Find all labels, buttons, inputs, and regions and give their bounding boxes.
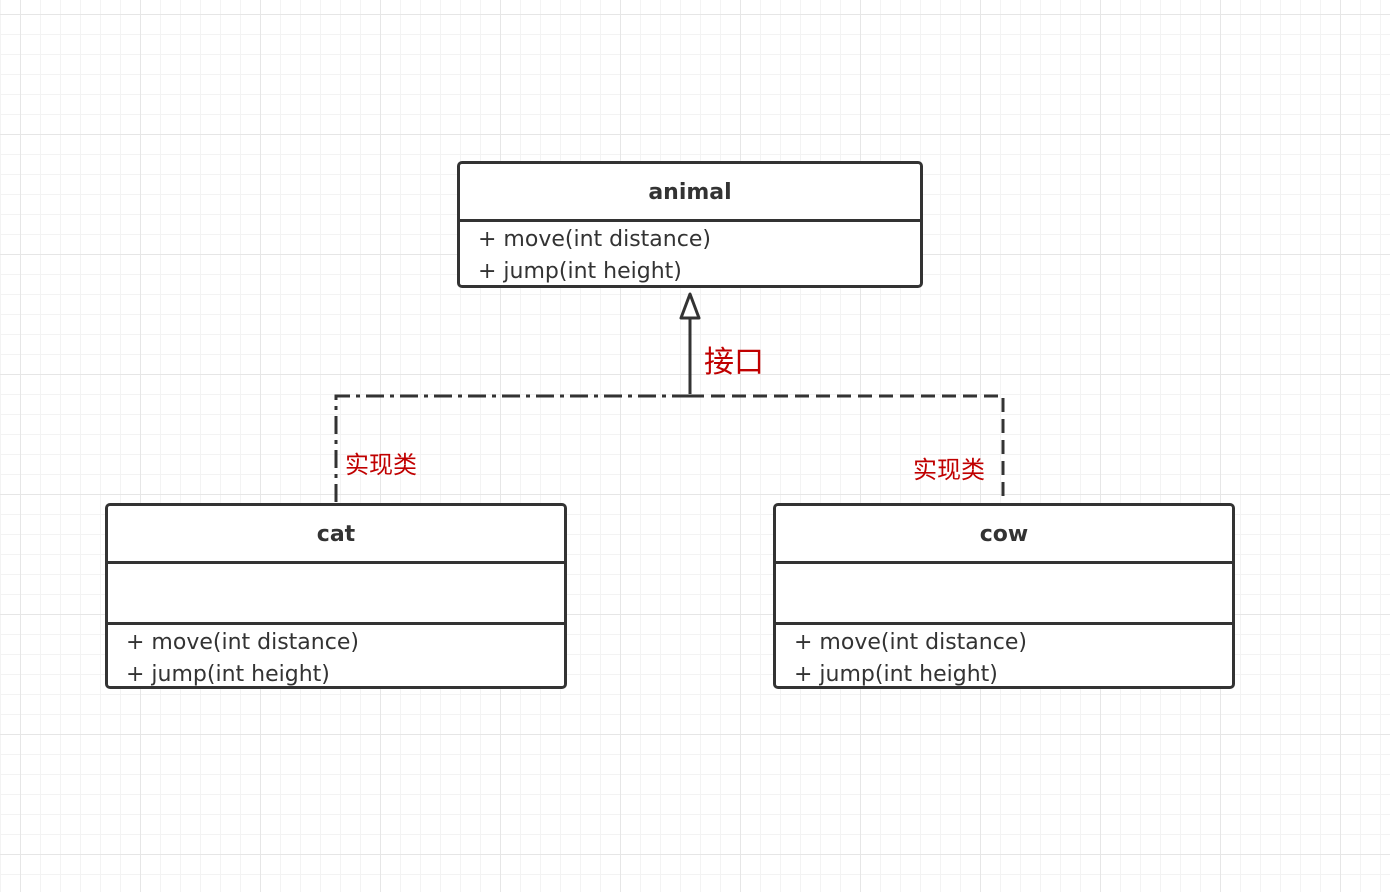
class-cow-method-jump: + jump(int height) [794,662,998,687]
class-cat-method-move: + move(int distance) [126,630,359,655]
dashed-connector-right [690,394,1005,504]
class-cow-method-move: + move(int distance) [794,630,1027,655]
class-animal-methods: + move(int distance) + jump(int height) [460,222,920,288]
implementation-label-right: 实现类 [913,456,985,484]
dashdot-connector-left [334,394,690,504]
class-cat-attributes [108,564,564,625]
class-animal-name: animal [460,164,920,222]
class-animal[interactable]: animal + move(int distance) + jump(int h… [457,161,923,288]
class-cat[interactable]: cat + move(int distance) + jump(int heig… [105,503,567,689]
class-cow-methods: + move(int distance) + jump(int height) [776,625,1232,691]
interface-label: 接口 [704,345,764,380]
class-cow-attributes [776,564,1232,625]
class-cow[interactable]: cow + move(int distance) + jump(int heig… [773,503,1235,689]
class-cat-methods: + move(int distance) + jump(int height) [108,625,564,691]
class-cow-name: cow [776,506,1232,564]
class-animal-method-jump: + jump(int height) [478,259,682,284]
implementation-label-left: 实现类 [345,451,417,479]
class-cat-name: cat [108,506,564,564]
realization-arrowhead [679,292,701,320]
class-cat-method-jump: + jump(int height) [126,662,330,687]
class-animal-method-move: + move(int distance) [478,227,711,252]
